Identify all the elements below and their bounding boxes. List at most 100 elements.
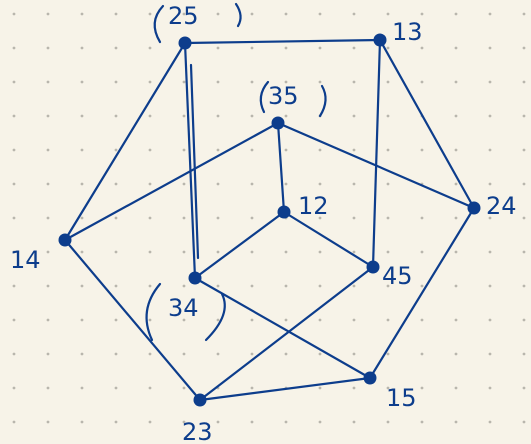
paren-25-open [153, 4, 165, 44]
grid-dot [488, 46, 492, 50]
grid-dot [284, 250, 288, 254]
grid-dot [216, 80, 220, 84]
grid-dot [114, 386, 118, 390]
edge-25-34 [183, 41, 197, 280]
grid-dot [12, 216, 16, 220]
grid-dot [148, 352, 152, 356]
grid-dot [488, 148, 492, 152]
grid-dot [80, 12, 84, 16]
edge-14-23 [63, 238, 202, 402]
grid-dot [114, 46, 118, 50]
edge-15-23 [198, 376, 372, 402]
grid-dot [386, 182, 390, 186]
grid-dot [80, 46, 84, 50]
vertex-14 [58, 233, 72, 247]
grid-dot [420, 352, 424, 356]
edge-24-15 [368, 206, 476, 380]
grid-dot [46, 182, 50, 186]
grid-dot [148, 386, 152, 390]
grid-dot [12, 182, 16, 186]
grid-dot [46, 148, 50, 152]
grid-dot [250, 46, 254, 50]
grid-dot [80, 114, 84, 118]
grid-dot [454, 114, 458, 118]
grid-dot [318, 12, 322, 16]
grid-dot [454, 386, 458, 390]
grid-dot [522, 216, 526, 220]
grid-dot [114, 12, 118, 16]
grid-dot [12, 420, 16, 424]
paren-25-close [234, 2, 242, 28]
grid-dot [318, 250, 322, 254]
grid-dot [420, 318, 424, 322]
edge-25-14 [63, 41, 187, 242]
grid-dot [318, 216, 322, 220]
edge-12-45 [282, 210, 375, 269]
grid-dot [522, 12, 526, 16]
vertex-label-34: 34 [168, 294, 199, 322]
grid-dot [284, 352, 288, 356]
grid-dot [216, 182, 220, 186]
grid-dot [420, 420, 424, 424]
grid-dot [318, 318, 322, 322]
grid-dot [284, 46, 288, 50]
grid-dot [46, 386, 50, 390]
grid-dot [454, 420, 458, 424]
grid-dot [318, 46, 322, 50]
grid-dot [46, 12, 50, 16]
grid-dot [114, 148, 118, 152]
vertex-label-12: 12 [298, 192, 329, 220]
grid-dot [182, 114, 186, 118]
vertex-label-24: 24 [486, 192, 517, 220]
grid-dot [182, 182, 186, 186]
grid-dot [250, 352, 254, 356]
grid-dot [250, 80, 254, 84]
grid-dot [216, 318, 220, 322]
grid-dot [182, 352, 186, 356]
grid-dot [80, 216, 84, 220]
grid-dot [284, 420, 288, 424]
grid-dot [216, 352, 220, 356]
grid-dot [318, 352, 322, 356]
grid-dot [522, 318, 526, 322]
grid-dot [454, 352, 458, 356]
vertex-label-14: 14 [10, 246, 41, 274]
grid-dot [386, 80, 390, 84]
grid-dot [182, 12, 186, 16]
vertex-45 [366, 260, 380, 274]
grid-dot [148, 12, 152, 16]
vertex-layer [58, 33, 481, 407]
grid-dot [250, 216, 254, 220]
grid-dot [454, 216, 458, 220]
grid-dot [80, 352, 84, 356]
grid-dot [250, 114, 254, 118]
grid-dot [12, 148, 16, 152]
grid-dot [386, 352, 390, 356]
grid-dot [182, 386, 186, 390]
grid-dot [12, 250, 16, 254]
edge-34-15 [193, 276, 372, 380]
grid-dot [420, 284, 424, 288]
grid-dot [114, 182, 118, 186]
grid-dot [148, 250, 152, 254]
grid-dot [46, 80, 50, 84]
grid-dot [216, 114, 220, 118]
grid-dot [352, 80, 356, 84]
grid-dot [250, 148, 254, 152]
vertex-23 [193, 393, 207, 407]
grid-dot [420, 80, 424, 84]
grid-dot [182, 216, 186, 220]
grid-dot [114, 80, 118, 84]
grid-dot [12, 80, 16, 84]
grid-dot [80, 318, 84, 322]
vertex-25 [178, 36, 192, 50]
grid-dot [216, 12, 220, 16]
grid-dot [522, 284, 526, 288]
grid-dot [522, 352, 526, 356]
grid-dot [148, 284, 152, 288]
grid-dot [386, 12, 390, 16]
grid-dot [454, 46, 458, 50]
grid-dot [12, 352, 16, 356]
grid-dot [182, 250, 186, 254]
